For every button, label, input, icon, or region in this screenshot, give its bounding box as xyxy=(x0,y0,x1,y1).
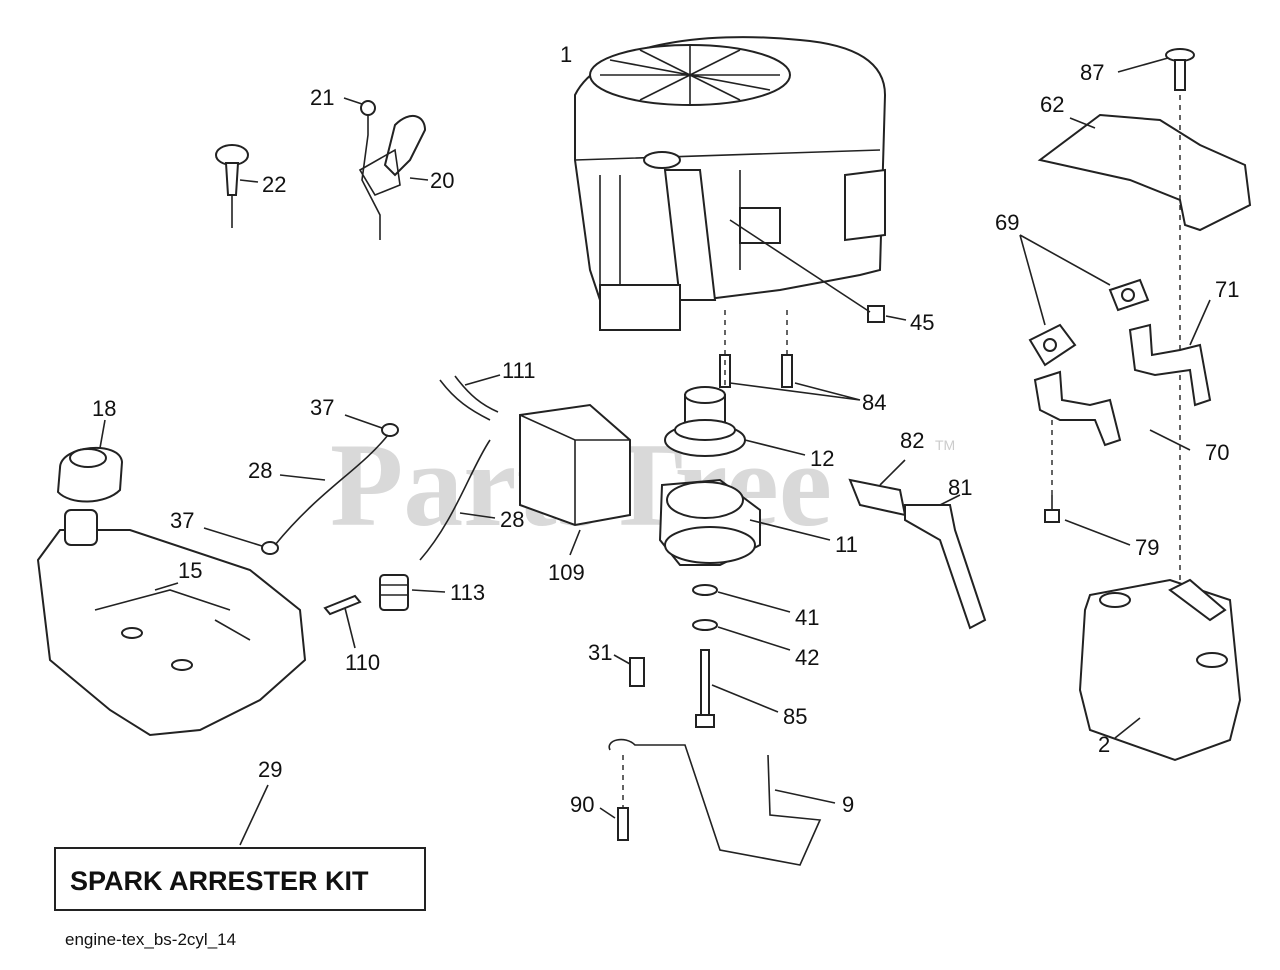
fuel-filter-box-109 xyxy=(519,403,631,527)
fitting-82 xyxy=(848,478,907,517)
bolt-90 xyxy=(617,807,629,841)
fuel-cap-18 xyxy=(56,446,124,503)
callout-31: 31 xyxy=(588,640,612,665)
callout-111: 111 xyxy=(502,358,535,383)
callout-29: 29 xyxy=(258,757,282,782)
part-31 xyxy=(629,657,645,687)
callout-41: 41 xyxy=(795,605,819,630)
fuel-tank-15 xyxy=(36,509,307,737)
callout-20: 20 xyxy=(430,168,454,193)
callout-81: 81 xyxy=(948,475,972,500)
callout-87: 87 xyxy=(1080,60,1104,85)
callout-22: 22 xyxy=(262,172,286,197)
callout-109: 109 xyxy=(548,560,585,585)
bolt-85 xyxy=(695,649,715,728)
fuel-line-28a xyxy=(274,434,389,546)
callout-42: 42 xyxy=(795,645,819,670)
callout-12: 12 xyxy=(810,446,834,471)
callout-70: 70 xyxy=(1205,440,1229,465)
muffler-2 xyxy=(1078,578,1242,762)
rain-cap-87 xyxy=(1165,48,1195,91)
fuel-filter-113 xyxy=(379,574,409,611)
callout-90: 90 xyxy=(570,792,594,817)
callout-2: 2 xyxy=(1098,732,1110,757)
throttle-bracket-part xyxy=(358,100,427,240)
clamp-37b xyxy=(261,541,279,555)
hose-111 xyxy=(439,379,491,421)
callout-28b: 28 xyxy=(500,507,524,532)
rod-9 xyxy=(608,738,822,866)
callout-110: 110 xyxy=(345,650,380,675)
callout-85: 85 xyxy=(783,704,807,729)
fuel-line-28b xyxy=(419,439,491,561)
washer-41 xyxy=(692,584,718,596)
watermark-trademark: TM xyxy=(935,437,955,453)
callout-21: 21 xyxy=(310,85,334,110)
callout-45: 45 xyxy=(910,310,934,335)
callout-11: 11 xyxy=(835,532,858,557)
exhaust-pipe-70 xyxy=(1033,370,1122,447)
nut-45 xyxy=(867,305,885,323)
clutch-11 xyxy=(658,478,761,566)
callout-1: 1 xyxy=(560,42,572,67)
pulley-12 xyxy=(664,386,746,457)
choke-knob-part xyxy=(215,144,249,228)
callout-62: 62 xyxy=(1040,92,1064,117)
callout-37a: 37 xyxy=(310,395,334,420)
exhaust-pipe-71 xyxy=(1128,323,1212,407)
hose-81 xyxy=(904,504,987,630)
clamp-37a xyxy=(381,423,399,437)
callout-79: 79 xyxy=(1135,535,1159,560)
callout-28a: 28 xyxy=(248,458,272,483)
callout-18: 18 xyxy=(92,396,116,421)
callout-9: 9 xyxy=(842,792,854,817)
washer-42 xyxy=(692,619,718,631)
callout-82: 82 xyxy=(900,428,924,453)
callout-15: 15 xyxy=(178,558,202,583)
bolt-79 xyxy=(1044,495,1060,523)
diagram-id: engine-tex_bs-2cyl_14 xyxy=(65,930,236,949)
bolts-84 xyxy=(719,354,793,388)
callout-69: 69 xyxy=(995,210,1019,235)
callout-84: 84 xyxy=(862,390,886,415)
gasket-69 xyxy=(1028,278,1150,367)
callout-71: 71 xyxy=(1215,277,1239,302)
heat-shield-62 xyxy=(1037,113,1252,232)
engine-part xyxy=(574,36,887,331)
callout-37b: 37 xyxy=(170,508,194,533)
callout-113: 113 xyxy=(450,580,485,605)
spark-arrester-kit-box xyxy=(54,847,426,911)
spark-arrester-kit-label: SPARK ARRESTER KIT xyxy=(70,866,369,896)
connector-110 xyxy=(323,594,362,616)
